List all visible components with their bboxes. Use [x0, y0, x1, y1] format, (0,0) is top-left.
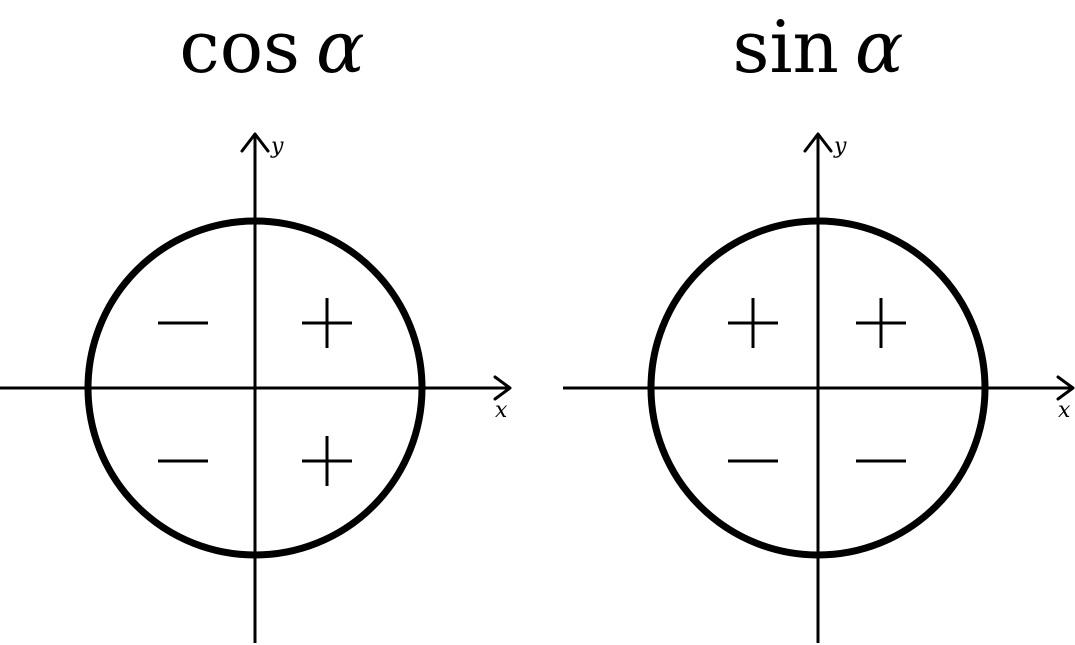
unit-circle	[647, 217, 989, 559]
quadrant-II-sign: +	[728, 298, 778, 348]
y-axis-label: y	[270, 134, 284, 159]
title-angle-symbol: α	[855, 5, 904, 89]
y-axis-label: y	[833, 134, 847, 159]
title-function-name: cos	[179, 5, 300, 89]
x-axis-label: x	[1058, 398, 1071, 423]
x-axis-arrow-icon	[493, 375, 512, 401]
quadrant-I-sign: +	[856, 298, 906, 348]
y-axis-arrow-icon	[803, 132, 833, 153]
x-axis-arrow-icon	[1056, 375, 1075, 401]
title-angle-symbol: α	[316, 5, 365, 89]
quadrant-I-sign: +	[302, 298, 352, 348]
x-axis-label: x	[495, 398, 508, 423]
quadrant-IV-sign: +	[302, 436, 352, 486]
unit-circle	[84, 217, 426, 559]
y-axis-arrow-icon	[240, 132, 270, 153]
title-function-name: sin	[733, 5, 839, 89]
